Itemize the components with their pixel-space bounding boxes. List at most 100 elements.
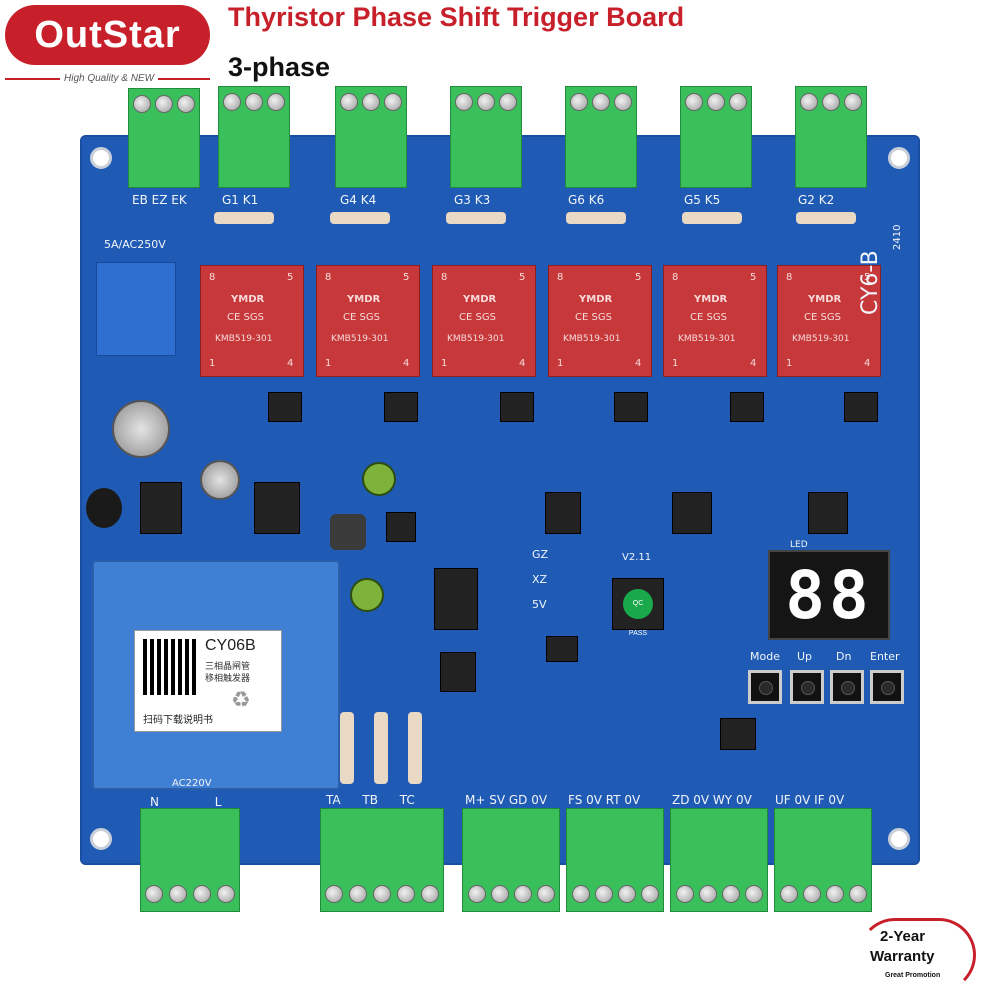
label-gz: GZ <box>532 548 549 561</box>
screw-icon <box>362 93 380 111</box>
display-value: 88 <box>785 556 873 634</box>
ac-input-header: AC220V <box>172 778 212 789</box>
screw-icon <box>848 885 867 903</box>
screw-icon <box>421 885 439 903</box>
mode-button[interactable] <box>748 670 782 704</box>
screw-icon <box>133 95 151 113</box>
screw-icon <box>822 93 840 111</box>
pulse-transformer: 8 5 YMDR CE SGS KMB519-301 1 4 <box>432 265 536 377</box>
warranty-line-1: 2-Year <box>880 928 926 945</box>
ic-chip <box>720 718 756 750</box>
button-label-dn: Dn <box>836 650 852 663</box>
terminal-block-g3k3 <box>450 86 522 188</box>
button-label-mode: Mode <box>750 650 780 663</box>
brand-logo: OutStar <box>5 5 210 65</box>
transformer-desc-1: 三相晶闸管 <box>205 661 251 671</box>
board-code: 2410 <box>892 224 903 250</box>
pulse-transformer: 8 5 YMDR CE SGS KMB519-301 1 4 <box>777 265 881 377</box>
terminal-block-control <box>462 808 560 912</box>
mcu-chip: QC PASS <box>612 578 664 637</box>
screw-icon <box>729 93 747 111</box>
screw-icon <box>499 93 517 111</box>
terminal-block-zd-wy <box>670 808 768 912</box>
resistor <box>796 212 856 224</box>
screw-icon <box>245 93 263 111</box>
mounting-hole <box>888 147 910 169</box>
screw-icon <box>571 885 590 903</box>
seven-segment-display: 88 <box>768 550 890 640</box>
up-button[interactable] <box>790 670 824 704</box>
transformer-label: CY06B 三相晶闸管 移相触发器 ♻ 扫码下载说明书 <box>134 630 282 732</box>
screw-icon <box>802 885 821 903</box>
screw-icon <box>800 93 818 111</box>
terminal-label: G4 K4 <box>340 193 377 207</box>
ic-chip <box>546 636 578 662</box>
resistor <box>682 212 742 224</box>
screw-icon <box>640 885 659 903</box>
screw-icon <box>325 885 343 903</box>
down-button[interactable] <box>830 670 864 704</box>
screw-icon <box>570 93 588 111</box>
capacitor <box>112 400 170 458</box>
terminal-block-ac220v <box>140 808 240 912</box>
transformer-desc-2: 移相触发器 <box>205 673 251 683</box>
brand-name: OutStar <box>34 13 181 56</box>
enter-button[interactable] <box>870 670 904 704</box>
terminal-label: TA TB TC <box>326 793 415 807</box>
mcu-version: V2.11 <box>622 552 652 563</box>
screw-icon <box>594 885 613 903</box>
mounting-hole <box>888 828 910 850</box>
warranty-badge <box>858 918 976 992</box>
resistor <box>408 712 422 784</box>
screw-icon <box>384 93 402 111</box>
display-label: LED <box>790 540 808 550</box>
terminal-block-g4k4 <box>335 86 407 188</box>
mounting-hole <box>90 147 112 169</box>
warranty-line-2: Warranty <box>870 948 935 965</box>
pulse-transformer: 8 5 YMDR CE SGS KMB519-301 1 4 <box>548 265 652 377</box>
screw-icon <box>373 885 391 903</box>
capacitor <box>350 578 384 612</box>
capacitor <box>200 460 240 500</box>
ic-chip <box>440 652 476 692</box>
recycle-icon: ♻ <box>231 687 251 712</box>
relay-rating: 5A/AC250V <box>104 238 166 251</box>
ic-chip <box>672 492 712 534</box>
pulse-transformer: 8 5 YMDR CE SGS KMB519-301 1 4 <box>200 265 304 377</box>
screw-icon <box>698 885 717 903</box>
terminal-label: FS 0V RT 0V <box>568 793 641 807</box>
resistor <box>446 212 506 224</box>
warranty-line-3: Great Promotion <box>885 972 941 979</box>
optocoupler-array <box>434 568 478 630</box>
ic-chip <box>808 492 848 534</box>
qc-pass-sticker: QC PASS <box>623 589 653 637</box>
label-5v: 5V <box>532 598 547 611</box>
button-label-enter: Enter <box>870 650 900 663</box>
screw-icon <box>193 885 211 903</box>
screw-icon <box>349 885 367 903</box>
screw-icon <box>267 93 285 111</box>
board-model: CY6-B <box>858 250 883 315</box>
resistor <box>374 712 388 784</box>
screw-icon <box>779 885 798 903</box>
terminal-label: UF 0V IF 0V <box>775 793 845 807</box>
screw-icon <box>614 93 632 111</box>
resistor <box>340 712 354 784</box>
transformer-scan-text: 扫码下载说明书 <box>143 715 213 726</box>
screw-icon <box>477 93 495 111</box>
terminal-label: ZD 0V WY 0V <box>672 793 752 807</box>
pulse-transformer: 8 5 YMDR CE SGS KMB519-301 1 4 <box>663 265 767 377</box>
screw-icon <box>155 95 173 113</box>
screw-icon <box>844 93 862 111</box>
resistor <box>566 212 626 224</box>
screw-icon <box>825 885 844 903</box>
mounting-hole <box>90 828 112 850</box>
terminal-block-g6k6 <box>565 86 637 188</box>
transistor <box>500 392 534 422</box>
pulse-transformer: 8 5 YMDR CE SGS KMB519-301 1 4 <box>316 265 420 377</box>
screw-icon <box>223 93 241 111</box>
terminal-block-fs-rt <box>566 808 664 912</box>
product-title: Thyristor Phase Shift Trigger Board <box>228 2 685 32</box>
ic-chip <box>545 492 581 534</box>
terminal-label: G3 K3 <box>454 193 491 207</box>
